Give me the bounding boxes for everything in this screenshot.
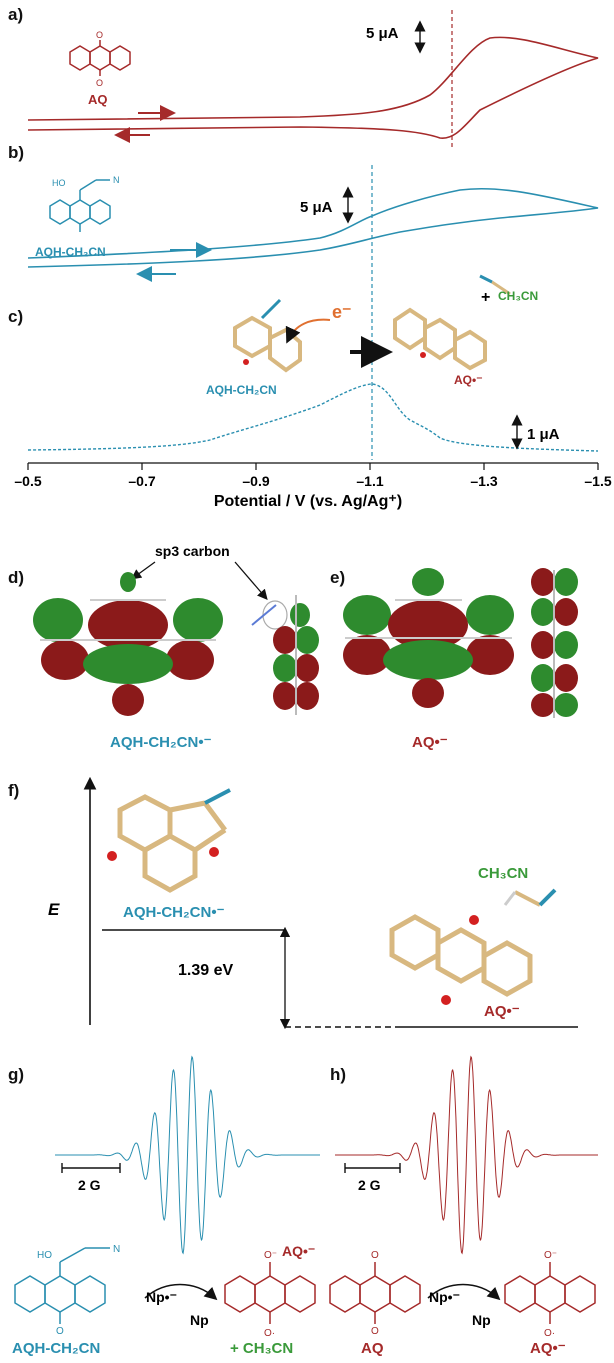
panel-a-scale: 5 μA [366,25,399,42]
somo-orbital-aq-front [343,568,514,708]
cv-curve-aqh [27,187,599,268]
scheme-o-1: O [56,1326,64,1337]
scheme-aq-radical-structure-icon [224,1262,316,1324]
sp3-carbon-annotation: sp3 carbon [155,543,230,559]
panel-label-h: h) [330,1065,346,1084]
panel-c-reactant-label: AQH-CH₂CN [206,383,277,397]
sp3-pointer-right [234,561,268,600]
panel-c-electron: e⁻ [332,302,352,322]
x-tick-label-0: –0.5 [14,473,41,489]
scheme-by-reagent-2: Np [472,1312,491,1328]
scheme-arrow-1 [144,1283,218,1301]
aqh-ch2cn-structure-icon [49,179,111,232]
x-axis-label: Potential / V (vs. Ag/Ag⁺) [214,493,402,510]
scheme-reactant2-label: AQ [361,1340,384,1357]
electron-transfer-arrow [285,318,331,344]
scheme-aq-radical-structure-icon-2 [504,1262,596,1324]
panel-label-b: b) [8,143,24,162]
dpv-curve [27,383,599,452]
panel-c-product-label: AQ•⁻ [454,373,483,387]
scheme-o-bottom-2: O [371,1326,379,1337]
ch3cn-3d-model-icon [479,274,511,296]
panel-c-plus: + [481,289,490,306]
scheme-aq-structure-icon [329,1262,421,1324]
aq-o-bottom: O [96,78,103,88]
x-tick-label-4: –1.3 [470,473,497,489]
panel-f-product-label: AQ•⁻ [484,1003,520,1020]
x-tick-label-1: –0.7 [128,473,155,489]
panel-label-c: c) [8,307,23,326]
cv-curve-aq [27,36,599,139]
panel-d-caption: AQH-CH₂CN•⁻ [110,734,212,751]
scheme-o-minus-1: O⁻ [264,1250,277,1261]
aq-radical-3d-model-icon [393,307,487,371]
scheme-arrow-2 [427,1283,501,1301]
aqh-ho-label: HO [52,178,66,188]
scheme-product2-label: AQ•⁻ [530,1340,566,1357]
panel-label-d: d) [8,568,24,587]
scheme-byproduct: + CH₃CN [230,1340,293,1357]
panel-h-scale: 2 G [358,1177,381,1193]
somo-orbital-aqh-front [33,572,223,716]
somo-orbital-aq-side [531,568,578,718]
scheme-o-radical-2: O· [544,1328,555,1339]
aqh-radical-3d-model-icon [107,788,231,893]
panel-label-a: a) [8,5,23,24]
panel-c-byproduct: CH₃CN [498,289,538,303]
somo-orbital-aqh-side [251,595,319,715]
energy-axis-label: E [48,900,60,919]
sp3-pointer-left [130,561,156,580]
scheme-aqh-ch2cn-structure-icon [14,1247,110,1324]
panel-c-scale: 1 μA [527,426,560,443]
panel-e-caption: AQ•⁻ [412,734,448,751]
scheme-o-minus-2: O⁻ [544,1250,557,1261]
x-axis-ticks: –0.5 –0.7 –0.9 –1.1 –1.3 –1.5 [14,463,612,489]
scheme-n: N [113,1244,120,1255]
energy-gap-value: 1.39 eV [178,962,233,979]
panel-f-byproduct: CH₃CN [478,865,528,882]
x-tick-label-3: –1.1 [356,473,383,489]
panel-b-scale: 5 μA [300,199,333,216]
scheme-o-radical-1: O· [264,1328,275,1339]
aq-structure-icon [69,40,131,76]
x-tick-label-5: –1.5 [584,473,611,489]
epr-spectrum-aq [335,1055,598,1255]
scheme-product-radical: AQ•⁻ [282,1243,315,1259]
scheme-reactant-label: AQH-CH₂CN [12,1340,100,1357]
scheme-o-top-2: O [371,1250,379,1261]
aqh-n-label: N [113,175,120,185]
scheme-reagent-1: Np•⁻ [146,1289,177,1305]
scheme-ho: HO [37,1250,52,1261]
scheme-reagent-2: Np•⁻ [429,1289,460,1305]
aq-radical-3d-model-icon-f [389,914,533,1005]
epr-spectrum-aqh [55,1055,320,1255]
panel-label-e: e) [330,568,345,587]
panel-label-f: f) [8,781,19,800]
ch3cn-3d-model-icon-f [503,888,557,907]
aq-o-top: O [96,30,103,40]
panel-label-g: g) [8,1065,24,1084]
panel-a-molecule-label: AQ [88,92,108,107]
scheme-by-reagent-1: Np [190,1312,209,1328]
panel-f-reactant-label: AQH-CH₂CN•⁻ [123,904,225,921]
x-tick-label-2: –0.9 [242,473,269,489]
panel-g-scale: 2 G [78,1177,101,1193]
